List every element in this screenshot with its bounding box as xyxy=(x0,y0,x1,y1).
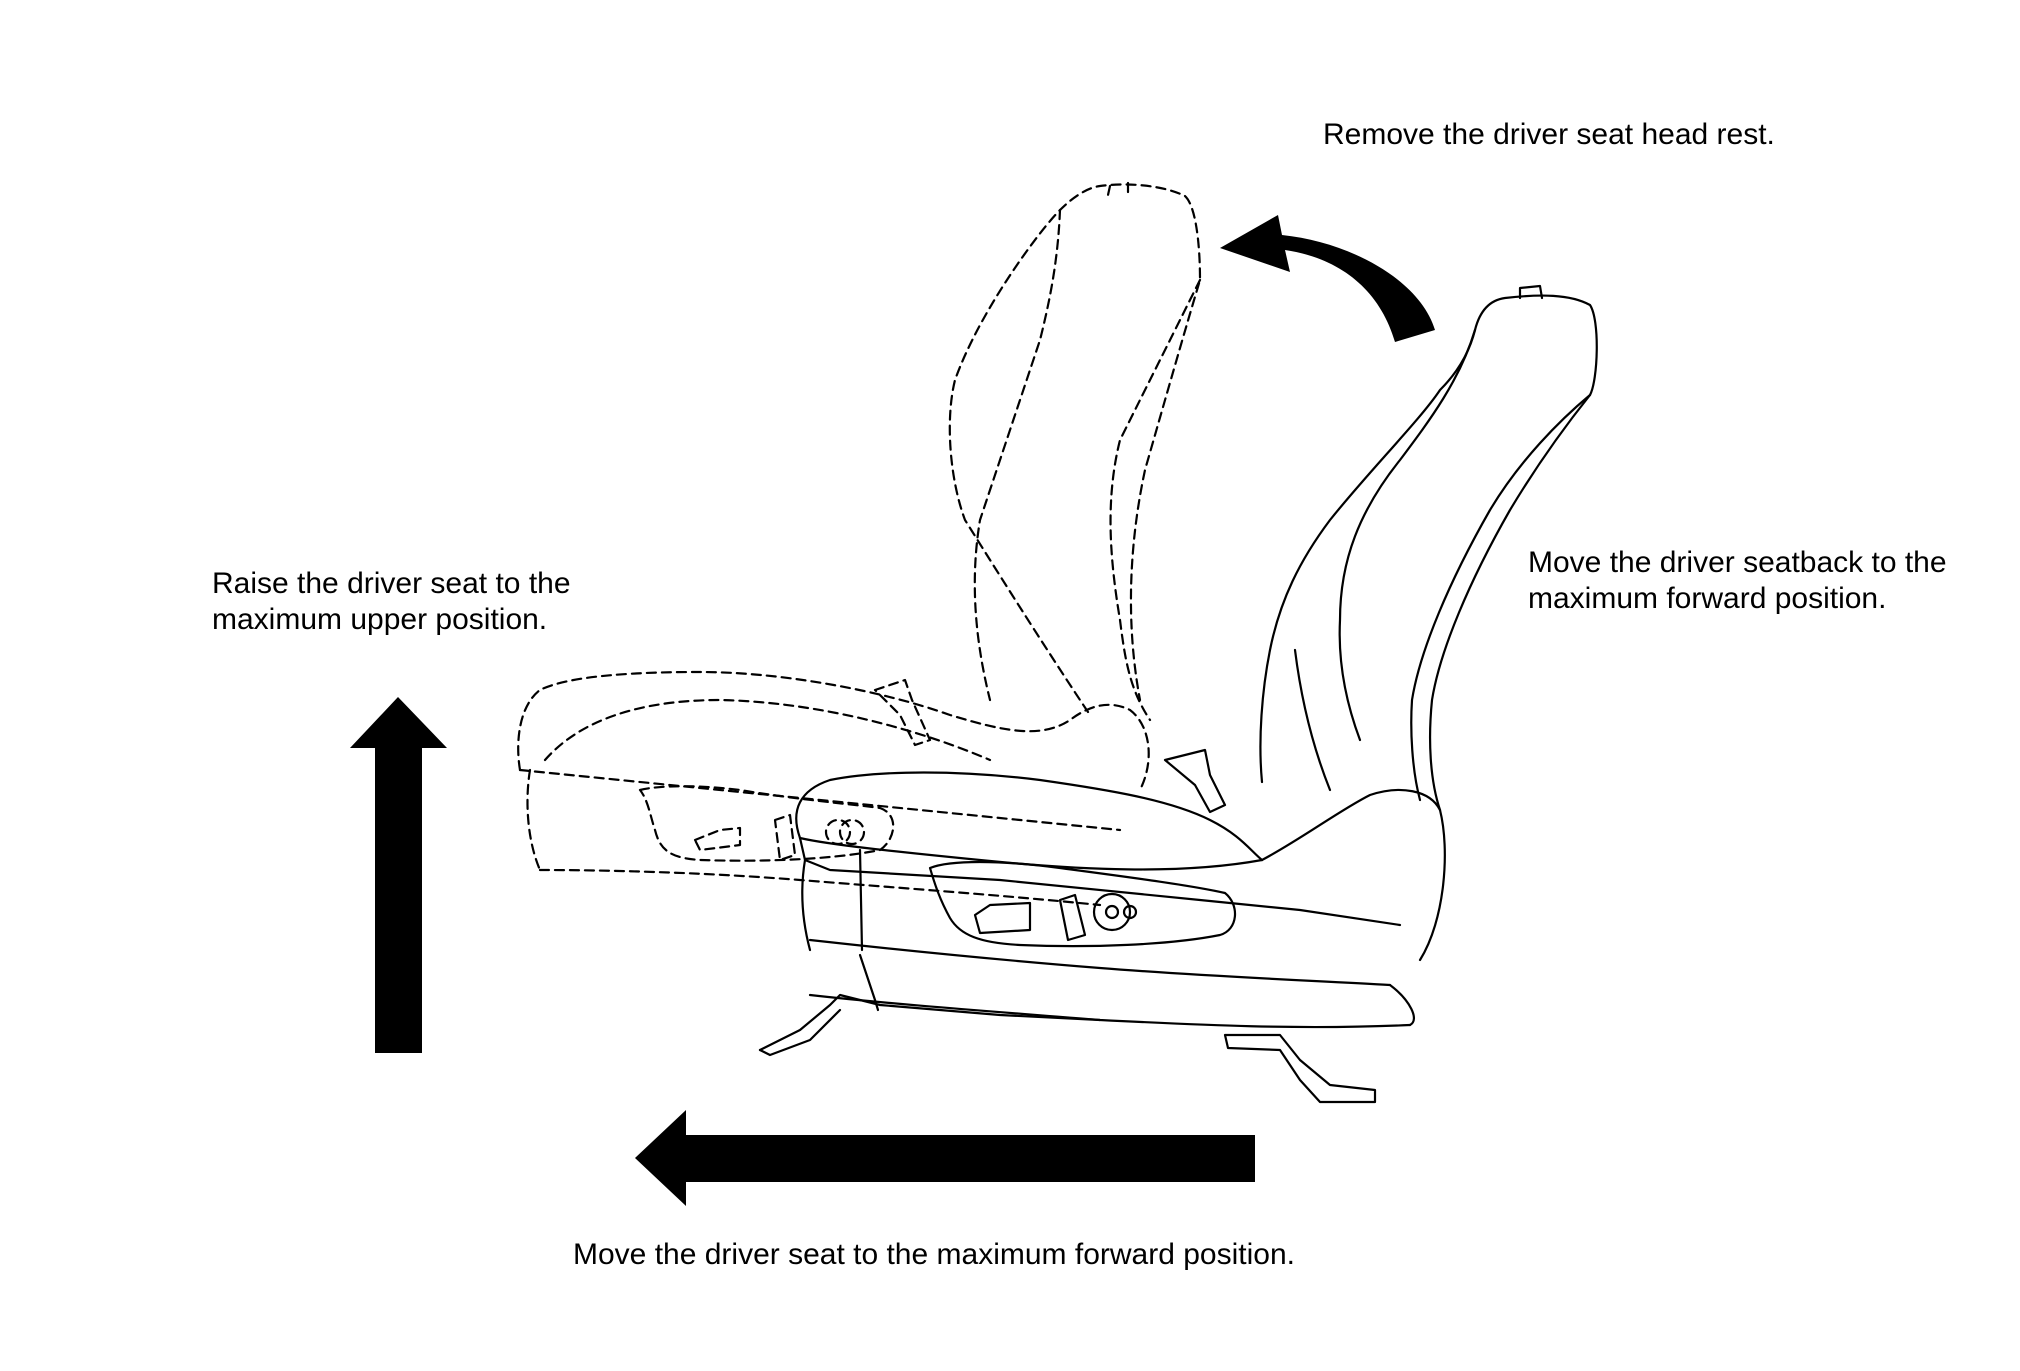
ghost-seat-outline xyxy=(517,181,1202,907)
caption-seatback-forward-line2: maximum forward position. xyxy=(1528,582,1887,615)
caption-raise-seat: Raise the driver seat to the maximum upp… xyxy=(212,566,571,638)
caption-seat-forward-text: Move the driver seat to the maximum forw… xyxy=(573,1238,1295,1271)
caption-seatback-forward-line1: Move the driver seatback to the xyxy=(1528,546,1947,579)
raise-arrow xyxy=(350,697,447,1053)
caption-raise-seat-line2: maximum upper position. xyxy=(212,603,548,636)
caption-seat-forward: Move the driver seat to the maximum forw… xyxy=(573,1237,1295,1273)
caption-seatback-forward: Move the driver seatback to the maximum … xyxy=(1528,545,1947,617)
forward-arrow xyxy=(635,1110,1255,1206)
caption-remove-headrest: Remove the driver seat head rest. xyxy=(1323,117,1775,153)
solid-seat-outline xyxy=(758,284,1598,1104)
recline-arrow xyxy=(1220,215,1435,342)
caption-raise-seat-line1: Raise the driver seat to the xyxy=(212,567,571,600)
caption-remove-headrest-text: Remove the driver seat head rest. xyxy=(1323,118,1775,151)
